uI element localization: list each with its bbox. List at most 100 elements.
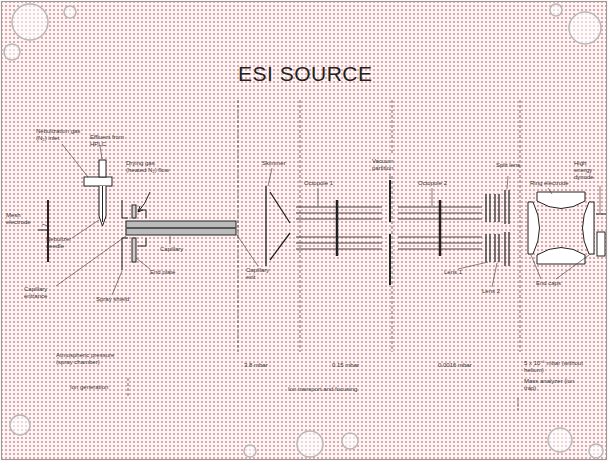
pressure-divider	[300, 100, 301, 352]
leader-line	[62, 144, 88, 177]
bubble-decoration	[12, 4, 48, 40]
dynode-detector	[596, 214, 606, 215]
stage-label: Ion transport and focusing	[288, 386, 378, 393]
pressure-label: 3.8 mbar	[244, 362, 288, 369]
pressure-divider	[128, 100, 520, 410]
lens-plates	[489, 234, 490, 262]
part-label: Octopole 1	[304, 180, 344, 187]
leader-line	[72, 220, 99, 238]
spray-chamber	[99, 160, 106, 177]
part-label: Drying gas (heated N₂) flow	[126, 160, 172, 174]
leader-line	[390, 174, 391, 179]
leader-line	[548, 188, 552, 194]
leader-line	[237, 235, 258, 266]
lens-plates	[494, 194, 495, 222]
part-label: Split lens	[496, 162, 526, 169]
part-label: Mesh electrode	[6, 212, 42, 226]
lens-plates	[486, 190, 509, 266]
bubble-decoration	[550, 4, 562, 16]
lens-plates	[494, 234, 495, 262]
ion-trap	[528, 202, 540, 254]
leader-line	[56, 236, 126, 286]
part-label: Lens 2	[482, 288, 512, 295]
pressure-divider	[392, 100, 393, 154]
lens-plates	[485, 234, 486, 262]
leader-line	[556, 255, 589, 279]
lens-plates	[498, 234, 499, 262]
lens-plates	[504, 232, 505, 266]
pressure-divider	[128, 378, 129, 398]
capillary-tube	[126, 221, 236, 235]
bubble-decoration	[569, 12, 601, 44]
lens-plates	[498, 194, 499, 222]
leader-line	[170, 236, 171, 244]
bubble-decoration	[548, 428, 572, 452]
skimmer-cone	[266, 186, 290, 266]
lens-plates	[504, 190, 505, 224]
lens-plates	[508, 232, 509, 266]
lens-plates	[489, 194, 490, 222]
part-label: Capillary entrance	[24, 286, 60, 300]
octopole-rods	[296, 249, 382, 250]
part-label: Ring electrode	[530, 180, 570, 187]
ion-trap	[528, 192, 594, 264]
octopole-rods	[296, 207, 382, 208]
pressure-divider	[392, 176, 393, 352]
pressure-divider	[518, 398, 519, 410]
bubble-decoration	[10, 415, 30, 435]
bubble-decoration	[4, 44, 20, 60]
skimmer-cone	[270, 192, 290, 260]
stage-label: Ion generation	[70, 384, 124, 391]
bubble-decoration	[589, 444, 603, 458]
spray-chamber	[138, 192, 150, 212]
part-label: Nebulization gas (N₂) inlet	[36, 128, 82, 142]
octopole-rods	[296, 213, 382, 214]
vacuum-partition	[389, 180, 391, 285]
spray-chamber	[138, 206, 143, 212]
leader-line	[600, 186, 601, 213]
leader-line	[531, 255, 541, 279]
dynode-detector	[596, 214, 606, 256]
ion-trap	[583, 202, 595, 254]
leader-line	[112, 271, 122, 295]
ion-trap	[537, 192, 585, 209]
leader-line	[136, 258, 150, 269]
vacuum-partition	[389, 180, 391, 222]
leader-line	[492, 263, 497, 287]
octopole-rods	[336, 200, 339, 256]
leader-line	[268, 168, 272, 186]
bubble-decoration	[297, 431, 323, 457]
stage-label: Mass analyzer (ion trap)	[524, 378, 580, 392]
octopole-rods	[296, 219, 382, 220]
pressure-label: 5 x 10⁻⁶ mbar (without helium)	[524, 360, 604, 374]
spray-chamber	[47, 200, 49, 262]
spray-chamber	[38, 160, 150, 270]
leader-line	[100, 146, 102, 159]
skimmer-cone	[265, 186, 266, 266]
capillary-tube	[126, 227, 236, 229]
part-label: End caps	[536, 280, 570, 287]
dynode-detector	[597, 232, 605, 256]
bubble-decoration	[342, 433, 358, 449]
part-label: Octopole 2	[418, 180, 458, 187]
octopole-rods	[296, 243, 382, 244]
spray-chamber	[132, 238, 136, 262]
pressure-label: 0.0016 mbar	[438, 362, 488, 369]
part-label: Capillary	[160, 246, 200, 253]
bubble-decoration	[244, 445, 256, 457]
part-label: Skimmer	[262, 160, 296, 167]
capillary-tube	[126, 221, 236, 235]
leader-line	[42, 224, 48, 226]
pressure-divider	[238, 100, 239, 352]
leader-line	[458, 262, 488, 269]
leader-line	[507, 176, 508, 189]
spray-chamber	[102, 186, 103, 222]
leader-line	[318, 188, 319, 206]
spray-chamber	[99, 186, 106, 226]
leader-line	[432, 188, 433, 206]
part-label: Vacuum partition	[372, 158, 416, 172]
pressure-label: 0.15 mbar	[332, 362, 376, 369]
part-label: End plate	[150, 269, 190, 276]
